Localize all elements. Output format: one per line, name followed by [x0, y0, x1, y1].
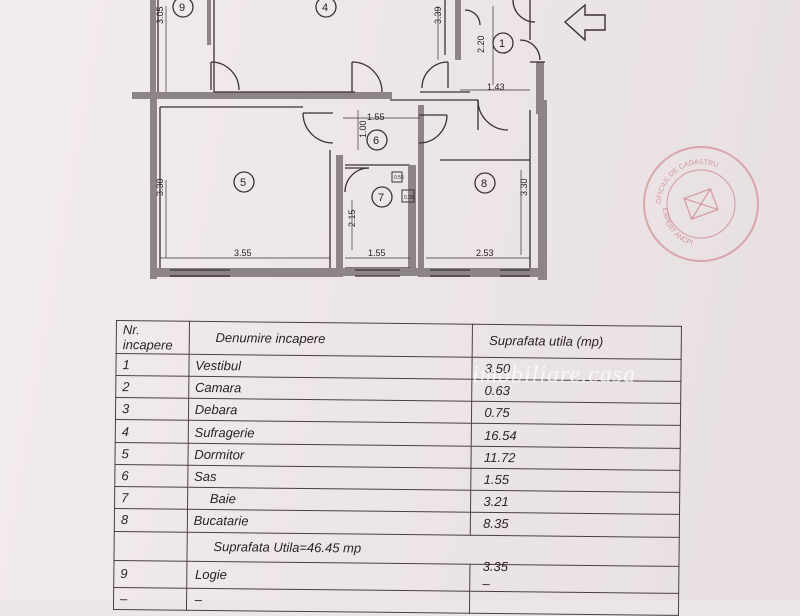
table-row: – – — [113, 587, 679, 616]
cell-nr: 7 — [114, 486, 188, 510]
cell-nr: 3 — [115, 397, 189, 421]
cell-name: Camara — [188, 376, 473, 402]
dimension-label: 2.53 — [476, 248, 494, 258]
dimension-label: 3.55 — [234, 248, 252, 258]
cell-nr: 1 — [115, 353, 189, 377]
room-number: 5 — [240, 177, 246, 189]
cell-area: 11.72 — [471, 445, 681, 471]
cell-nr: 9 — [113, 560, 187, 588]
dimension-label: 3.30 — [519, 178, 529, 196]
svg-text:EXPERT ANCPI: EXPERT ANCPI — [661, 208, 694, 247]
room-number: 1 — [499, 38, 505, 50]
cell-nr: 8 — [114, 508, 188, 532]
dimension-label: 2.15 — [347, 209, 357, 227]
dimension-label: 1.55 — [367, 112, 385, 122]
room-number: 8 — [481, 178, 487, 190]
cell-area: 3.50 — [472, 357, 682, 382]
dimension-label: 3.30 — [155, 178, 165, 196]
header-area: Suprafata utila (mp) — [472, 324, 682, 360]
cell-name: Sufragerie — [187, 420, 472, 446]
dimension-labels: 3.05 3.39 2.20 1.43 1.55 1.00 3.30 2.15 … — [155, 6, 529, 258]
rooms-table: Nr. incapere Denumire incapere Suprafata… — [113, 320, 682, 616]
dimension-label: 3.05 — [155, 6, 165, 24]
cell-name: Debara — [188, 398, 472, 424]
cadastre-stamp: OFICIUL DE CADASTRU EXPERT ANCPI — [643, 146, 759, 262]
cell-nr: 5 — [114, 442, 188, 466]
cell-area-dash: – — [482, 575, 490, 591]
dimension-label: 1.55 — [368, 248, 386, 258]
dimension-label: 0.55 — [394, 175, 404, 181]
cell-name: Baie — [187, 487, 472, 513]
stamp-text: EXPERT ANCPI — [661, 208, 694, 247]
cell-nr: 2 — [115, 375, 189, 399]
cell-empty — [113, 531, 188, 562]
cell-area-value: 3.35 — [482, 558, 509, 575]
header-nr-line2: incapere — [122, 336, 173, 353]
stamp-seal: OFICIUL DE CADASTRU EXPERT ANCPI — [656, 159, 736, 247]
cell-name: Bucatarie — [187, 509, 471, 535]
dimension-label: 2.20 — [476, 35, 486, 53]
cell-area: 0.75 — [471, 401, 681, 426]
room-number: 6 — [373, 135, 379, 147]
cell-area: 16.54 — [471, 423, 681, 449]
room-number: 7 — [378, 192, 384, 204]
cell-area: 0.63 — [471, 379, 681, 404]
dimension-label: 1.43 — [487, 82, 505, 92]
cell-area — [469, 590, 679, 616]
cell-name: – — [186, 587, 470, 614]
room-number: 9 — [179, 2, 185, 14]
cell-name: Sas — [187, 465, 472, 491]
header-name: Denumire incapere — [188, 321, 473, 358]
cell-name: Dormitor — [187, 442, 472, 469]
room-number: 4 — [322, 2, 328, 14]
dimension-label: 3.39 — [433, 6, 443, 24]
dimension-label: 0.35 — [404, 195, 414, 201]
cell-area: 1.55 — [471, 468, 680, 493]
cell-nr: – — [113, 587, 187, 611]
header-nr-line1: Nr. — [122, 321, 140, 338]
room-numbers: 9 4 1 6 5 7 8 — [179, 2, 505, 204]
cell-area: 3.35 – — [469, 559, 679, 594]
dimension-label: 1.00 — [358, 120, 368, 138]
floor-plan: 9 4 1 6 5 7 8 3.05 3.39 2.20 1.43 1.55 1… — [132, 0, 606, 280]
cell-name: Vestibul — [188, 354, 473, 380]
cell-name: Logie — [186, 561, 471, 591]
cell-area: 3.21 — [470, 490, 680, 515]
cell-nr: 6 — [114, 464, 188, 488]
header-nr: Nr. incapere — [116, 320, 190, 355]
cell-area: 8.35 — [470, 512, 680, 537]
cell-nr: 4 — [115, 419, 189, 443]
